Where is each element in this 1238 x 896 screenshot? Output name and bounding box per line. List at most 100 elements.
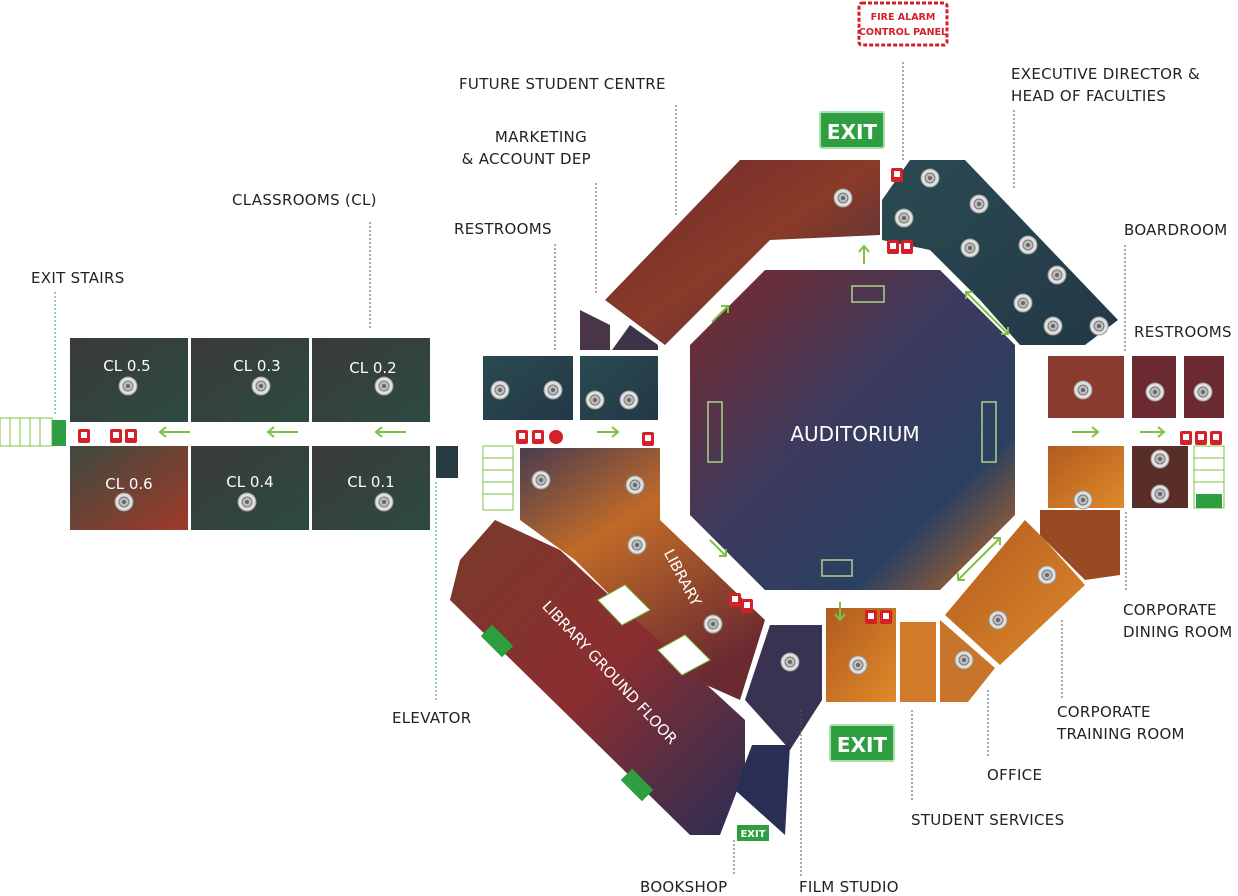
fire-extinguisher-icon [865, 610, 877, 624]
camera-icon [960, 238, 980, 258]
camera-icon [585, 390, 605, 410]
label-cl06: CL 0.6 [105, 475, 152, 493]
camera-icon [1073, 490, 1093, 510]
room-cl03[interactable] [191, 338, 309, 422]
camera-icon [920, 168, 940, 188]
marketing-account-room[interactable] [580, 356, 658, 420]
student-services-room[interactable] [900, 622, 936, 702]
camera-icon [625, 475, 645, 495]
fire-extinguisher-icon [729, 593, 741, 607]
evacuation-arrows [158, 244, 1166, 622]
fire-extinguisher-icon [880, 610, 892, 624]
fire-extinguisher-icon [125, 429, 137, 443]
fire-alarm-line2: CONTROL PANEL [859, 27, 947, 38]
camera-icon [490, 380, 510, 400]
fire-extinguisher-icon [110, 429, 122, 443]
fire-extinguisher-icon [642, 432, 654, 446]
bookshop-room[interactable] [735, 745, 790, 835]
fire-extinguisher-icon [1180, 431, 1192, 445]
camera-icon [1013, 293, 1033, 313]
label-corporate-training-line2[interactable]: TRAINING ROOM [1056, 725, 1185, 743]
fire-equipment [78, 168, 1222, 624]
corporate-dining-room[interactable] [1040, 510, 1120, 580]
camera-icon [703, 614, 723, 634]
label-corporate-dining-line1[interactable]: CORPORATE [1123, 601, 1217, 619]
executive-director-room[interactable] [882, 160, 1118, 345]
camera-icon [1037, 565, 1057, 585]
label-restrooms-right[interactable]: RESTROOMS [1134, 323, 1232, 341]
marketing-annex [580, 310, 610, 350]
auditorium-room[interactable] [690, 270, 1015, 590]
room-cl01[interactable] [312, 446, 430, 530]
label-classrooms[interactable]: CLASSROOMS (CL) [232, 191, 377, 209]
fire-extinguisher-icon [1210, 431, 1222, 445]
camera-icon [1145, 382, 1165, 402]
exit-stairs-left[interactable] [0, 417, 66, 447]
leader-lines [54, 62, 1127, 876]
label-cl01: CL 0.1 [347, 473, 394, 491]
camera-icon [237, 492, 257, 512]
elevator-shaft[interactable] [436, 446, 458, 478]
camera-icon [619, 390, 639, 410]
fire-extinguisher-icon [1195, 431, 1207, 445]
camera-icon [627, 535, 647, 555]
label-auditorium: AUDITORIUM [790, 422, 919, 446]
exit-stairs-right[interactable] [1193, 445, 1225, 509]
label-restrooms-left[interactable]: RESTROOMS [454, 220, 552, 238]
label-corporate-dining-line2[interactable]: DINING ROOM [1123, 623, 1233, 641]
camera-icon [251, 376, 271, 396]
camera-icon [118, 376, 138, 396]
fire-alarm-panel-icon [891, 168, 903, 182]
fire-extinguisher-icon [887, 240, 899, 254]
label-executive-line2[interactable]: HEAD OF FACULTIES [1011, 87, 1166, 105]
camera-icon [988, 610, 1008, 630]
label-marketing-line1[interactable]: MARKETING [495, 128, 587, 146]
fire-extinguisher-icon [516, 430, 528, 444]
label-student-services[interactable]: STUDENT SERVICES [911, 811, 1064, 829]
stairs-library [597, 584, 711, 676]
exit-sign-small: EXIT [737, 825, 769, 841]
camera-icon [1018, 235, 1038, 255]
fire-extinguisher-icon [78, 429, 90, 443]
camera-icon [833, 188, 853, 208]
label-exit-stairs[interactable]: EXIT STAIRS [31, 269, 125, 287]
label-executive-line1[interactable]: EXECUTIVE DIRECTOR & [1011, 65, 1200, 83]
camera-icon [969, 194, 989, 214]
camera-icon [1043, 316, 1063, 336]
room-cl04[interactable] [191, 446, 309, 530]
label-marketing-line2[interactable]: & ACCOUNT DEP [462, 150, 591, 168]
film-studio-room[interactable] [745, 625, 822, 750]
library-room[interactable] [520, 448, 765, 700]
label-office[interactable]: OFFICE [987, 766, 1042, 784]
corporate-training-room[interactable] [945, 520, 1085, 665]
room-cl02[interactable] [312, 338, 430, 422]
camera-icon [894, 208, 914, 228]
label-film-studio[interactable]: FILM STUDIO [799, 878, 899, 896]
exit-small-label: EXIT [740, 829, 765, 840]
library-ground-floor-room[interactable] [450, 520, 745, 835]
film-studio-room-lower[interactable] [826, 608, 896, 702]
label-cl02: CL 0.2 [349, 359, 396, 377]
stairs-left-center [482, 445, 514, 511]
marketing-annex-2 [612, 325, 658, 350]
room-cl06[interactable] [70, 446, 188, 530]
label-elevator[interactable]: ELEVATOR [392, 709, 472, 727]
exit-sign-top: EXIT [819, 111, 885, 149]
label-corporate-training-line1[interactable]: CORPORATE [1057, 703, 1151, 721]
camera-icon [1150, 449, 1170, 469]
fire-alarm-control-panel-sign: FIRE ALARM CONTROL PANEL [857, 1, 949, 47]
label-bookshop[interactable]: BOOKSHOP [640, 878, 728, 896]
fire-extinguisher-icon [532, 430, 544, 444]
fire-alarm-line1: FIRE ALARM [871, 12, 936, 23]
camera-icon [1150, 484, 1170, 504]
exit-sign-library-2 [620, 768, 654, 802]
future-student-centre-room[interactable] [605, 160, 880, 345]
label-boardroom[interactable]: BOARDROOM [1124, 221, 1227, 239]
label-cl05: CL 0.5 [103, 357, 150, 375]
fire-extinguisher-icon [901, 240, 913, 254]
exit-sign-bottom: EXIT [829, 724, 895, 762]
camera-icon [531, 470, 551, 490]
fire-extinguisher-icon [741, 599, 753, 613]
label-future-student-centre[interactable]: FUTURE STUDENT CENTRE [459, 75, 666, 93]
